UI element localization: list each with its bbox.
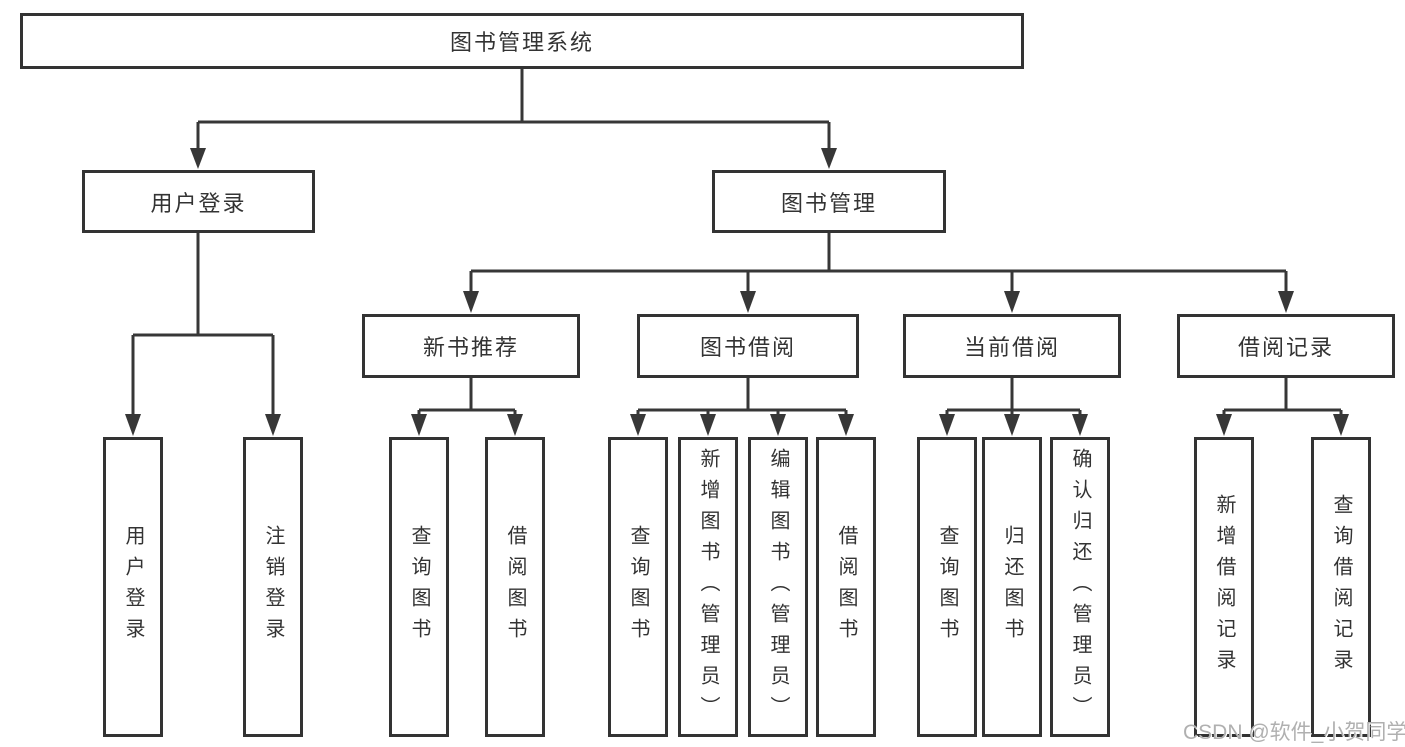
leaf-borrow-books-borrowing: 借阅图书 — [816, 437, 876, 737]
node-new-book-recommend-label: 新书推荐 — [422, 335, 519, 360]
leaf-query-borrow-record-label: 查询借阅记录 — [1330, 494, 1352, 680]
leaf-confirm-return-admin-label: 确认归还（管理员） — [1069, 447, 1091, 727]
leaf-confirm-return-admin: 确认归还（管理员） — [1050, 437, 1110, 737]
leaf-add-borrow-record-label: 新增借阅记录 — [1213, 494, 1235, 680]
leaf-query-borrow-record: 查询借阅记录 — [1311, 437, 1371, 737]
leaf-query-books-recommend: 查询图书 — [389, 437, 449, 737]
node-borrow-records: 借阅记录 — [1177, 314, 1395, 378]
leaf-borrow-books-recommend: 借阅图书 — [485, 437, 545, 737]
node-book-management: 图书管理 — [712, 170, 946, 233]
node-borrow-records-label: 借阅记录 — [1237, 335, 1334, 360]
leaf-user-login-label: 用户登录 — [122, 525, 144, 649]
node-new-book-recommend: 新书推荐 — [362, 314, 580, 378]
leaf-query-books-borrowing-label: 查询图书 — [627, 525, 649, 649]
csdn-watermark: CSDN @软件_小贺同学 — [1183, 721, 1405, 744]
leaf-return-book-label: 归还图书 — [1001, 525, 1023, 649]
node-root: 图书管理系统 — [20, 13, 1024, 69]
node-root-label: 图书管理系统 — [449, 30, 594, 55]
node-current-borrowing-label: 当前借阅 — [963, 335, 1060, 360]
node-book-management-label: 图书管理 — [780, 190, 877, 216]
node-user-login: 用户登录 — [82, 170, 315, 233]
leaf-add-book-admin-label: 新增图书（管理员） — [697, 447, 719, 727]
leaf-logout: 注销登录 — [243, 437, 303, 737]
leaf-query-books-current: 查询图书 — [917, 437, 977, 737]
leaf-query-books-current-label: 查询图书 — [936, 525, 958, 649]
leaf-borrow-books-recommend-label: 借阅图书 — [504, 525, 526, 649]
leaf-add-book-admin: 新增图书（管理员） — [678, 437, 738, 737]
leaf-edit-book-admin-label: 编辑图书（管理员） — [767, 447, 789, 727]
leaf-borrow-books-borrowing-label: 借阅图书 — [835, 525, 857, 649]
node-book-borrowing: 图书借阅 — [637, 314, 859, 378]
node-current-borrowing: 当前借阅 — [903, 314, 1121, 378]
leaf-user-login: 用户登录 — [103, 437, 163, 737]
node-book-borrowing-label: 图书借阅 — [699, 335, 796, 360]
leaf-query-books-borrowing: 查询图书 — [608, 437, 668, 737]
leaf-query-books-recommend-label: 查询图书 — [408, 525, 430, 649]
node-user-login-label: 用户登录 — [150, 190, 247, 216]
leaf-edit-book-admin: 编辑图书（管理员） — [748, 437, 808, 737]
leaf-return-book: 归还图书 — [982, 437, 1042, 737]
leaf-logout-label: 注销登录 — [262, 525, 284, 649]
leaf-add-borrow-record: 新增借阅记录 — [1194, 437, 1254, 737]
